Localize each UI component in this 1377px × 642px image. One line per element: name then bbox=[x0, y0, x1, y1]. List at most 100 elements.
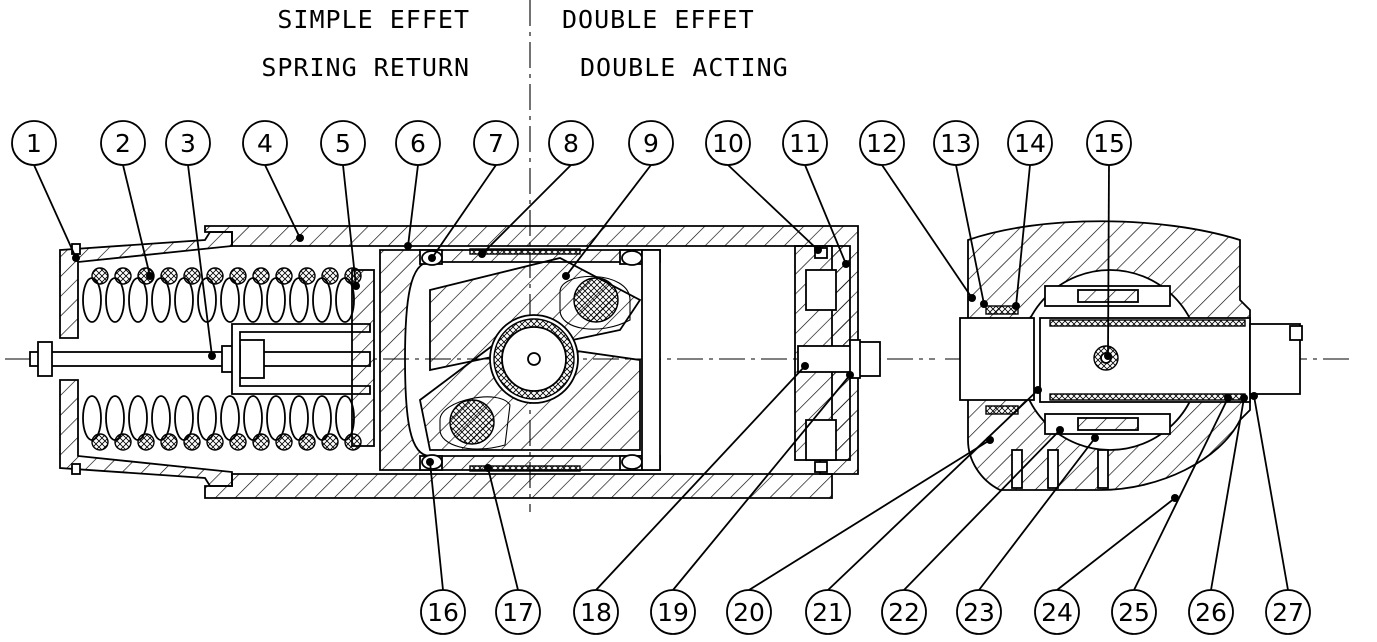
spring-coil bbox=[243, 395, 263, 441]
balloon-label: 1 bbox=[26, 129, 42, 158]
spring-wire bbox=[321, 267, 339, 285]
leader-dot bbox=[846, 371, 854, 379]
leader-lines bbox=[33, 164, 1289, 591]
balloon-label: 26 bbox=[1195, 598, 1227, 627]
leader-line bbox=[407, 164, 419, 247]
balloon-4: 4 bbox=[242, 120, 288, 166]
leader-dot bbox=[1224, 394, 1232, 402]
leader-dot bbox=[1250, 392, 1258, 400]
balloon-11: 11 bbox=[782, 120, 828, 166]
balloon-circle bbox=[881, 589, 927, 635]
leader-dot bbox=[484, 464, 492, 472]
spring-wire bbox=[183, 433, 201, 451]
spring-coil bbox=[151, 395, 171, 441]
balloon-10: 10 bbox=[705, 120, 751, 166]
leader-dot bbox=[1104, 352, 1112, 360]
leader-dot bbox=[980, 300, 988, 308]
leader-line bbox=[727, 164, 819, 251]
header-left-line2: SPRING RETURN bbox=[261, 53, 470, 82]
leader-line bbox=[903, 429, 1061, 591]
leader-dot bbox=[146, 272, 154, 280]
leader-line bbox=[565, 164, 652, 277]
balloon-circle bbox=[1188, 589, 1234, 635]
header-right-line1: DOUBLE EFFET bbox=[562, 5, 755, 34]
leader-line bbox=[487, 467, 519, 591]
balloon-circle bbox=[726, 589, 772, 635]
balloon-18: 18 bbox=[573, 589, 619, 635]
leader-line bbox=[1015, 164, 1031, 307]
balloon-circle bbox=[956, 589, 1002, 635]
balloon-label: 6 bbox=[410, 129, 426, 158]
spring-coil bbox=[128, 395, 148, 441]
balloon-circle bbox=[473, 120, 519, 166]
balloon-circle bbox=[628, 120, 674, 166]
spring-coil bbox=[266, 277, 286, 323]
spring-coil bbox=[266, 395, 286, 441]
balloon-label: 19 bbox=[657, 598, 689, 627]
balloon-label: 2 bbox=[115, 129, 131, 158]
balloon-circle bbox=[859, 120, 905, 166]
gearbox-housing bbox=[959, 220, 1303, 491]
stop-screw bbox=[29, 339, 371, 379]
leader-dot bbox=[968, 294, 976, 302]
spring-wire bbox=[252, 267, 270, 285]
balloon-1: 1 bbox=[11, 120, 57, 166]
balloon-label: 16 bbox=[427, 598, 459, 627]
spring-coil bbox=[174, 277, 194, 323]
spring-wire bbox=[114, 433, 132, 451]
balloon-12: 12 bbox=[859, 120, 905, 166]
leader-dot bbox=[72, 254, 80, 262]
balloon-label: 4 bbox=[257, 129, 273, 158]
leader-dot bbox=[426, 458, 434, 466]
spring-coil bbox=[105, 277, 125, 323]
balloon-circle bbox=[165, 120, 211, 166]
spring-wire bbox=[206, 433, 224, 451]
spring-wire bbox=[321, 433, 339, 451]
spring-coil bbox=[312, 277, 332, 323]
balloon-26: 26 bbox=[1188, 589, 1234, 635]
leader-line bbox=[748, 439, 991, 591]
balloon-circle bbox=[1111, 589, 1157, 635]
balloon-circle bbox=[933, 120, 979, 166]
leader-dot bbox=[562, 272, 570, 280]
leader-line bbox=[827, 389, 1039, 591]
balloon-24: 24 bbox=[1034, 589, 1080, 635]
balloon-label: 24 bbox=[1041, 598, 1073, 627]
balloon-label: 27 bbox=[1272, 598, 1304, 627]
balloon-label: 9 bbox=[643, 129, 659, 158]
balloon-circle bbox=[548, 120, 594, 166]
header-right-line2: DOUBLE ACTING bbox=[580, 53, 789, 82]
spring-coil bbox=[220, 277, 240, 323]
spring-retainer bbox=[231, 269, 375, 447]
leader-line bbox=[1133, 397, 1229, 591]
leader-line bbox=[264, 164, 301, 239]
leader-line bbox=[1107, 164, 1110, 357]
balloon-label: 10 bbox=[712, 129, 744, 158]
balloon-circle bbox=[1007, 120, 1053, 166]
leader-line bbox=[804, 164, 847, 265]
spring-wire bbox=[298, 267, 316, 285]
balloon-16: 16 bbox=[420, 589, 466, 635]
leader-dot bbox=[1171, 494, 1179, 502]
spring-coil bbox=[105, 395, 125, 441]
leader-line bbox=[1210, 397, 1245, 591]
leader-line bbox=[33, 164, 77, 259]
balloon-circle bbox=[420, 589, 466, 635]
leader-line bbox=[978, 437, 1096, 591]
pinion-section bbox=[419, 257, 642, 451]
leader-dot bbox=[1012, 302, 1020, 310]
balloon-circle bbox=[1086, 120, 1132, 166]
spring-wire bbox=[114, 267, 132, 285]
balloon-label: 18 bbox=[580, 598, 612, 627]
balloon-label: 23 bbox=[963, 598, 995, 627]
balloon-label: 8 bbox=[563, 129, 579, 158]
balloon-label: 25 bbox=[1118, 598, 1150, 627]
leader-dot bbox=[1240, 394, 1248, 402]
balloon-8: 8 bbox=[548, 120, 594, 166]
spring-coil bbox=[289, 277, 309, 323]
leader-line bbox=[429, 461, 444, 591]
leader-line bbox=[481, 164, 572, 255]
leader-dot bbox=[1056, 426, 1064, 434]
balloon-label: 21 bbox=[812, 598, 844, 627]
spring-coil bbox=[243, 277, 263, 323]
